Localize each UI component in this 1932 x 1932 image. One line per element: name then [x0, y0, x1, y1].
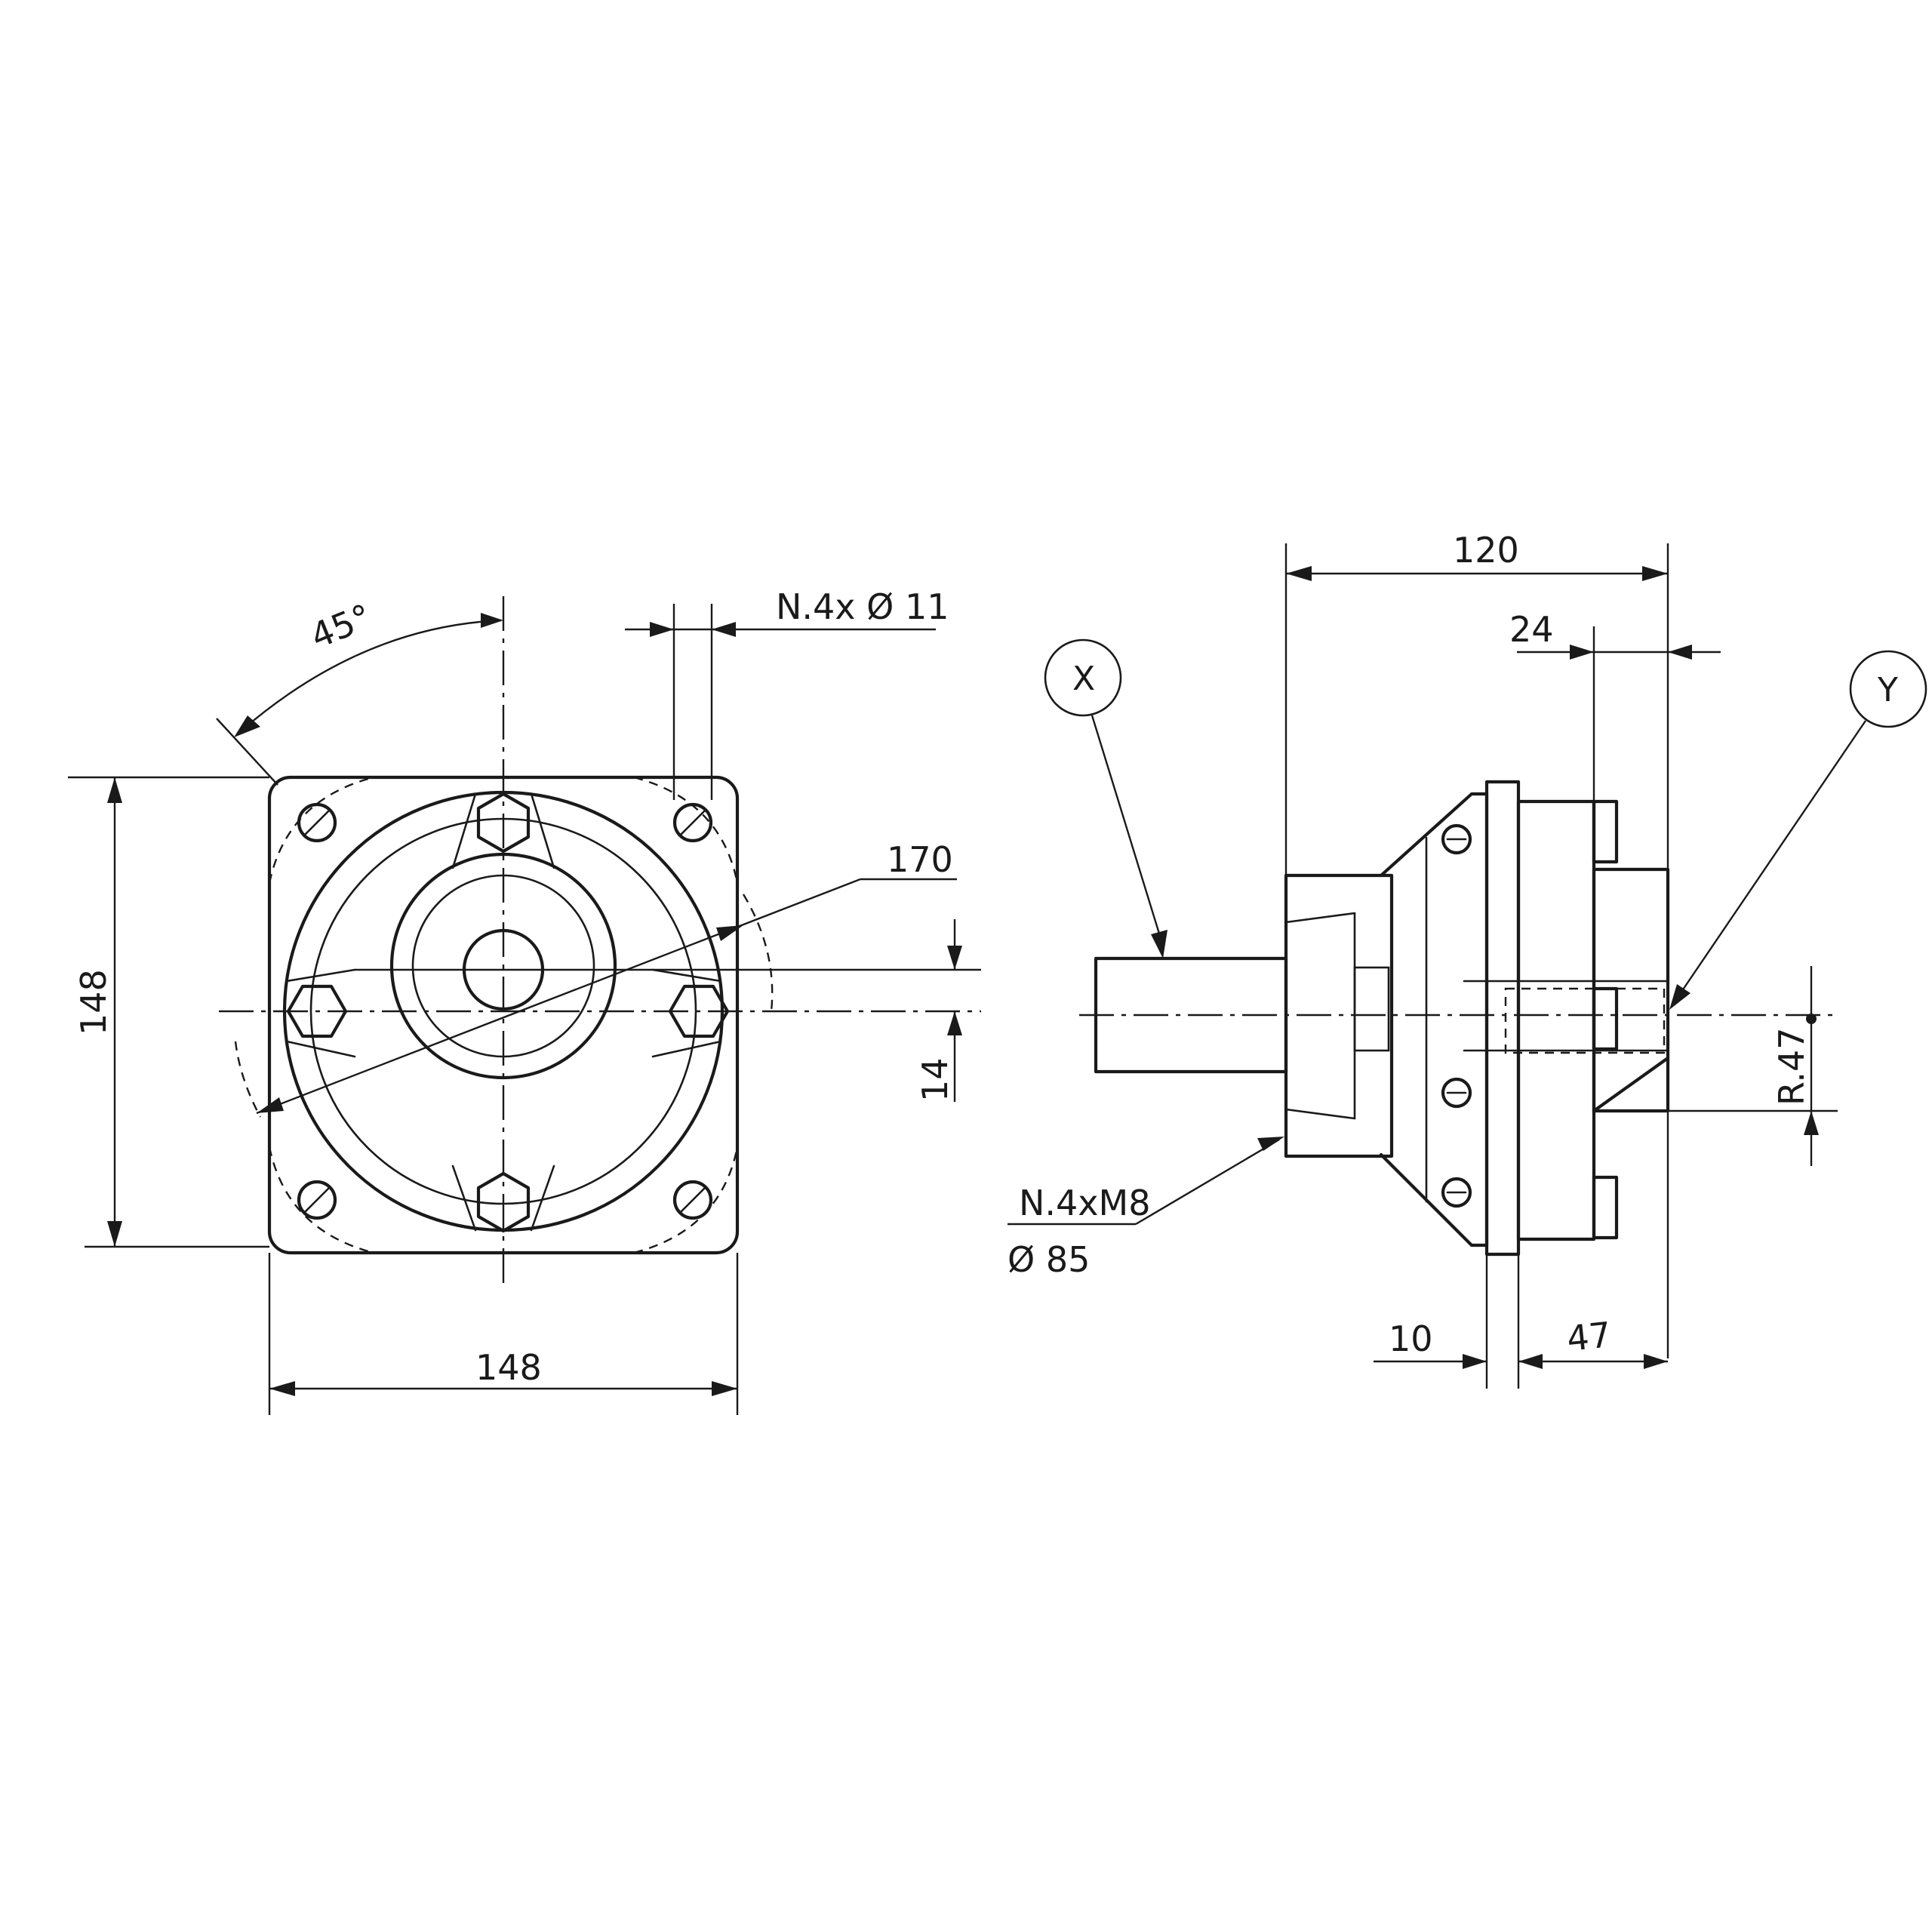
mounting-holes	[297, 802, 713, 1220]
length-120-label: 120	[1453, 530, 1519, 571]
rib-top	[451, 792, 555, 869]
corner-dashes	[268, 776, 739, 1254]
hole-spec-label: N.4x Ø 11	[776, 586, 949, 627]
depth-47-label: 47	[1565, 1314, 1614, 1359]
bubble-y-label: Y	[1877, 671, 1898, 709]
flange-plate	[1484, 780, 1521, 1257]
pcd-label: Ø 85	[1008, 1239, 1090, 1280]
output-bore	[1504, 987, 1666, 1054]
bubble-x-label: X	[1072, 660, 1095, 698]
bubble-x	[1044, 638, 1122, 717]
thread-label: N.4xM8	[1019, 1183, 1150, 1223]
side-view: 120 24 X Y N.4xM8 Ø 85 10 47	[1008, 530, 1927, 1389]
angle-45-label: 45°	[305, 596, 377, 657]
hex-nut-bottom	[476, 1171, 531, 1233]
rib-right	[651, 968, 722, 1058]
rib-bottom	[451, 1164, 555, 1232]
front-view: 45° N.4x Ø 11 170 148 148 14	[68, 586, 981, 1415]
rib-left	[285, 968, 356, 1058]
plate-10-label: 10	[1389, 1318, 1433, 1359]
diagonal-170-label: 170	[887, 839, 953, 880]
pcd-arc	[234, 894, 774, 1118]
width-148-label: 148	[475, 1347, 542, 1388]
offset-14-label: 14	[915, 1057, 955, 1102]
radius-47-label: R.47	[1771, 1028, 1812, 1106]
height-148-label: 148	[73, 969, 114, 1035]
flange-24-label: 24	[1509, 609, 1554, 650]
bubble-y	[1849, 650, 1927, 728]
front-housing-outline	[267, 775, 740, 1255]
diagonal-170-line	[256, 878, 861, 1115]
output-body	[1516, 799, 1596, 1241]
cone-bolts	[1441, 823, 1472, 1208]
hex-nut-top	[476, 792, 531, 854]
conical-housing	[1379, 792, 1489, 1247]
angle-45-arc	[241, 619, 502, 731]
